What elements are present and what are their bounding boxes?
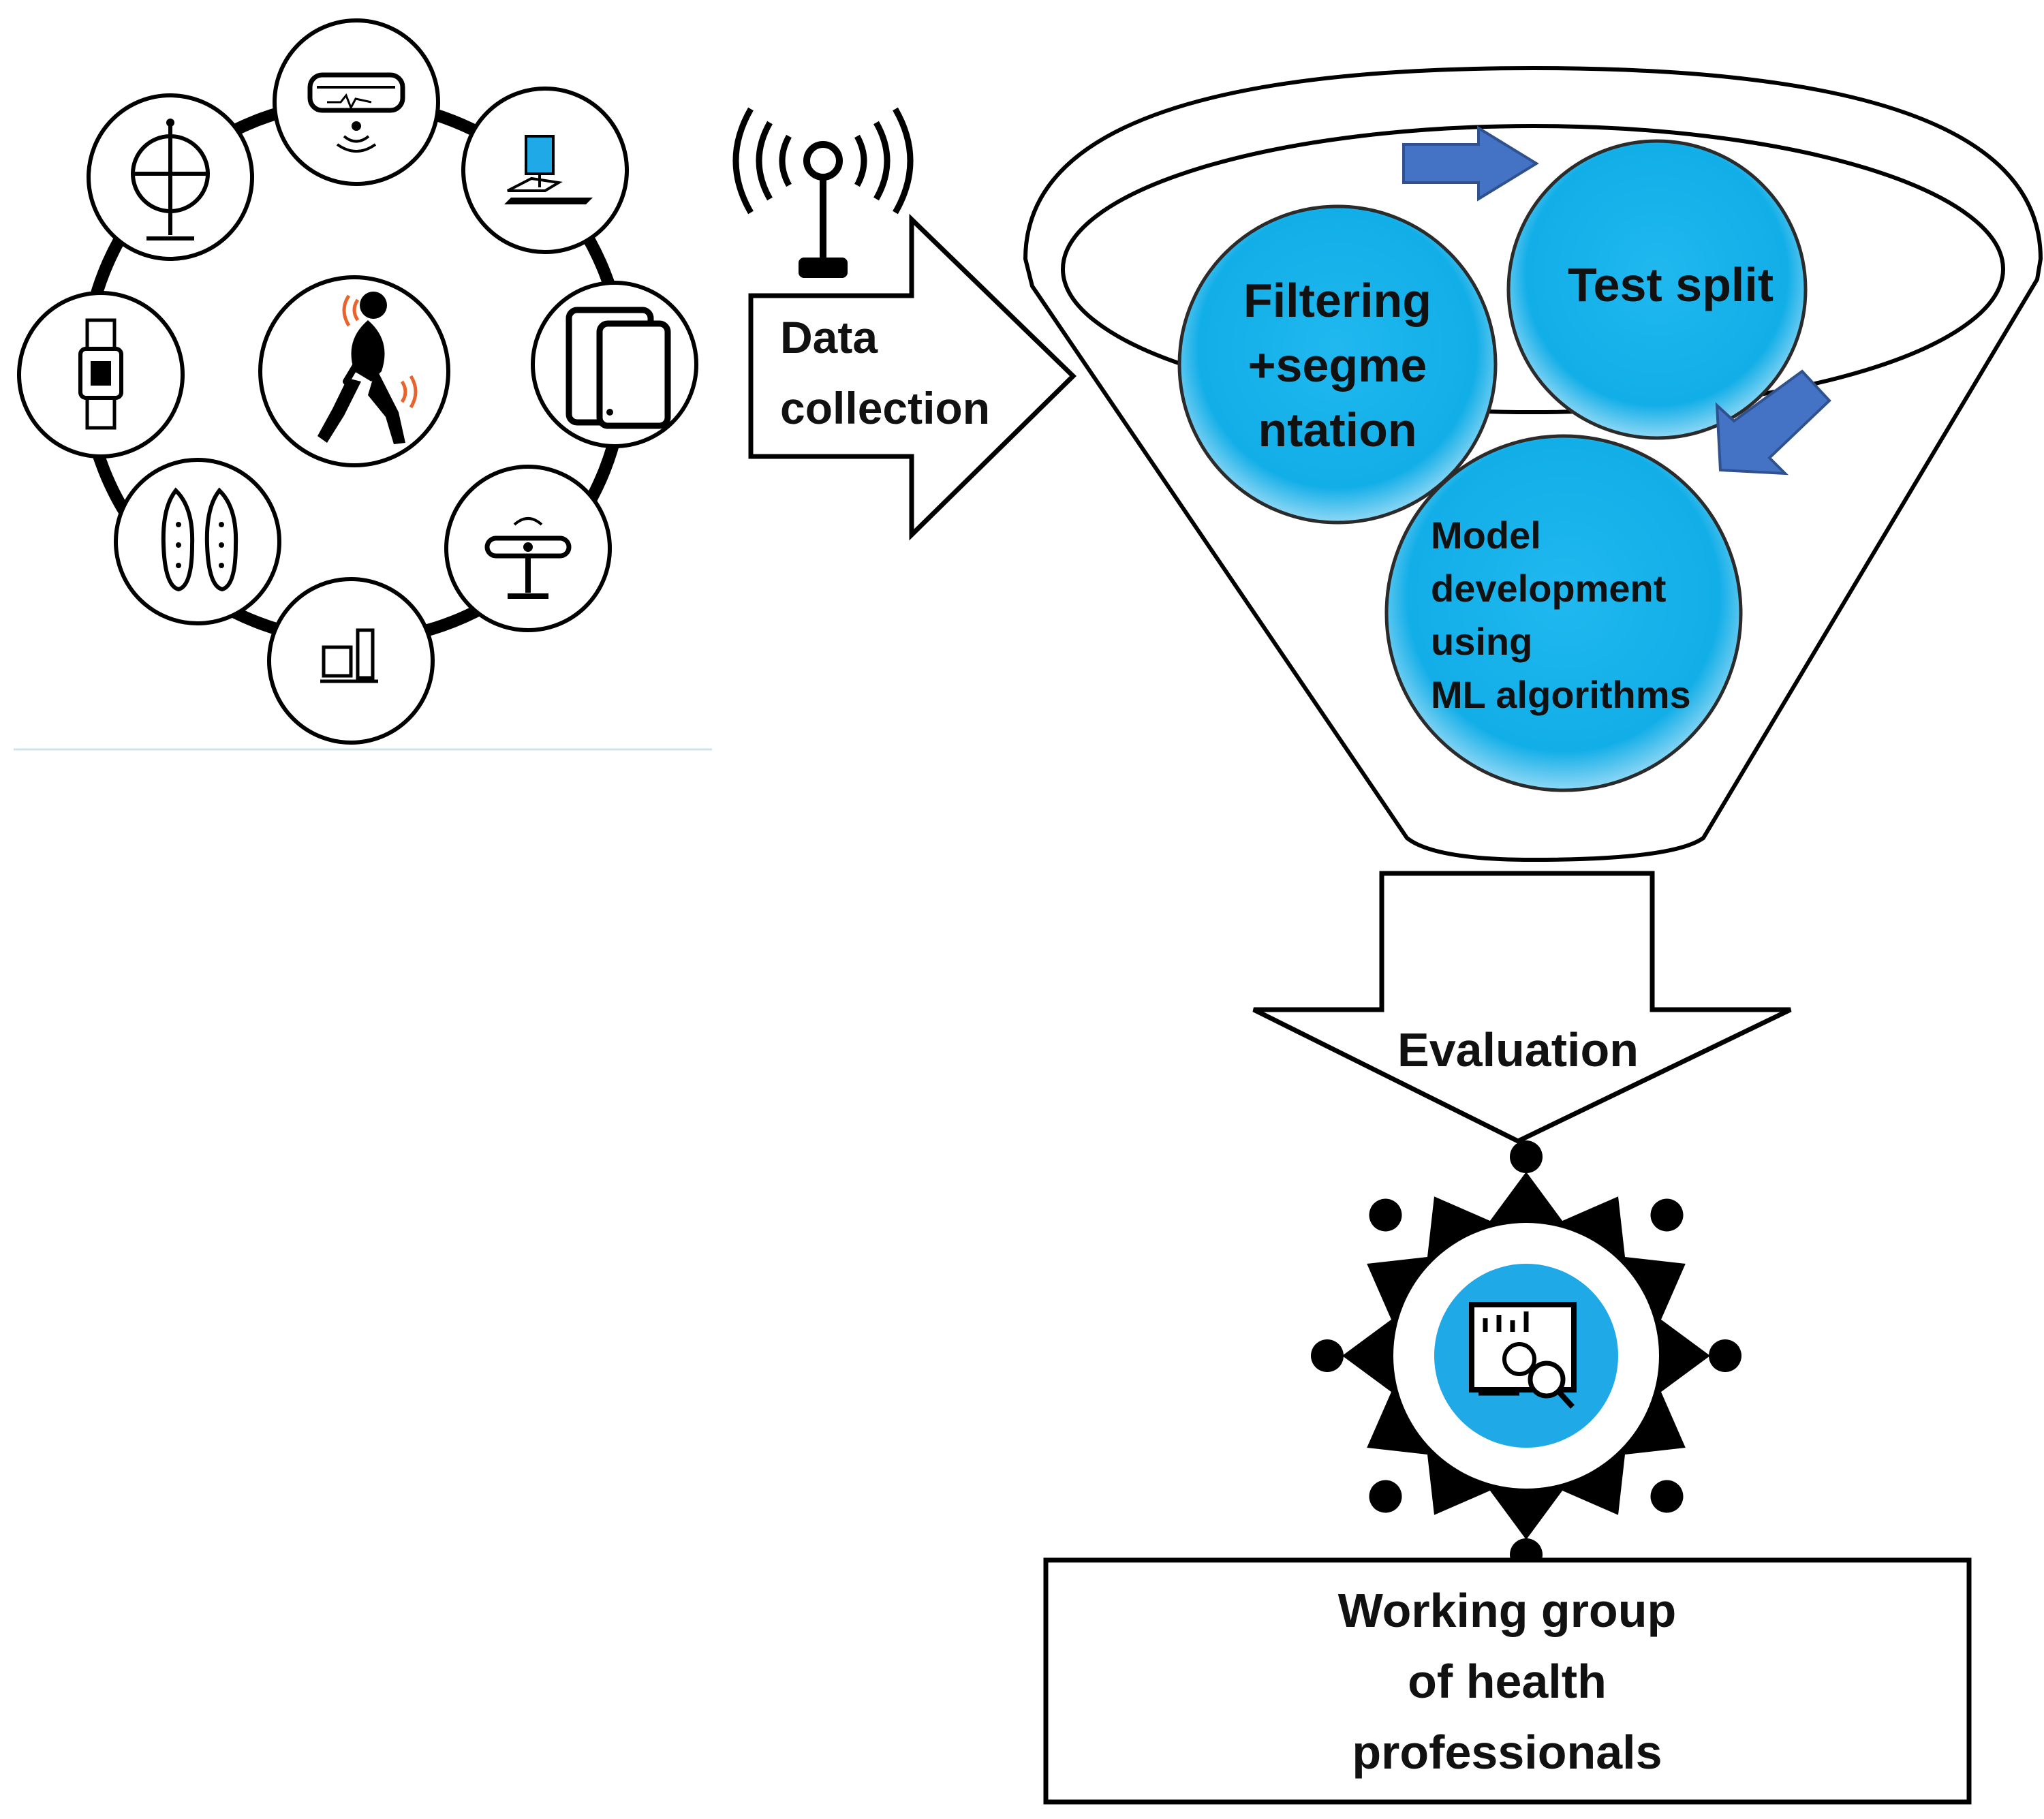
team-member-head [1311, 1339, 1344, 1372]
team-dashboard-icon [1311, 1140, 1741, 1571]
model-bubble: Model development using ML algorithms [1384, 434, 1743, 792]
model-label-2: development [1431, 567, 1666, 610]
team-member-head [1369, 1198, 1402, 1232]
filtering-label-2: +segme [1248, 339, 1427, 392]
team-member-head [1650, 1198, 1684, 1232]
filtering-bubble: Filtering +segme ntation [1177, 204, 1498, 525]
working-group-label-3: professionals [1352, 1726, 1662, 1779]
flow-arrow-down-left [1715, 369, 1831, 476]
gyro-tripod-icon [87, 93, 254, 261]
filtering-label-1: Filtering [1243, 274, 1431, 327]
test-split-label: Test split [1568, 258, 1774, 311]
team-member-head [1650, 1480, 1684, 1513]
evaluation-label: Evaluation [1397, 1023, 1639, 1076]
model-label-3: using [1431, 620, 1532, 663]
flow-arrow-right [1402, 125, 1539, 202]
model-label-4: ML algorithms [1431, 673, 1691, 716]
funnel-inner-rim [1061, 124, 2005, 414]
mobile-device-icon [531, 281, 698, 448]
camera-sensor-icon [444, 465, 612, 632]
antenna-icon [732, 107, 914, 278]
force-plate-icon [461, 87, 629, 254]
insoles-icon [114, 458, 281, 625]
processing-funnel: Filtering +segme ntation Test split Mode… [1023, 65, 2043, 862]
smartwatch-icon [17, 291, 185, 458]
robot-sensor-icon [273, 18, 440, 186]
filtering-label-3: ntation [1258, 403, 1416, 456]
test-split-bubble: Test split [1506, 139, 1808, 440]
working-group-box: Working group of health professionals [1043, 1557, 1972, 1805]
data-collection-label-2: collection [780, 383, 990, 433]
data-collection-label-1: Data [780, 312, 878, 362]
model-label-1: Model [1431, 514, 1541, 557]
team-member-head [1369, 1480, 1402, 1513]
working-group-label-2: of health [1408, 1655, 1607, 1708]
evaluation-arrow: Evaluation [1252, 871, 1792, 1144]
working-group-label-1: Working group [1338, 1584, 1676, 1637]
data-collection-arrow: Data collection [748, 213, 1077, 541]
team-member-head [1709, 1339, 1741, 1372]
pc-station-icon [267, 577, 435, 745]
person-tremor-icon [258, 275, 450, 467]
team-member-head [1510, 1140, 1543, 1173]
device-ring [14, 18, 712, 751]
